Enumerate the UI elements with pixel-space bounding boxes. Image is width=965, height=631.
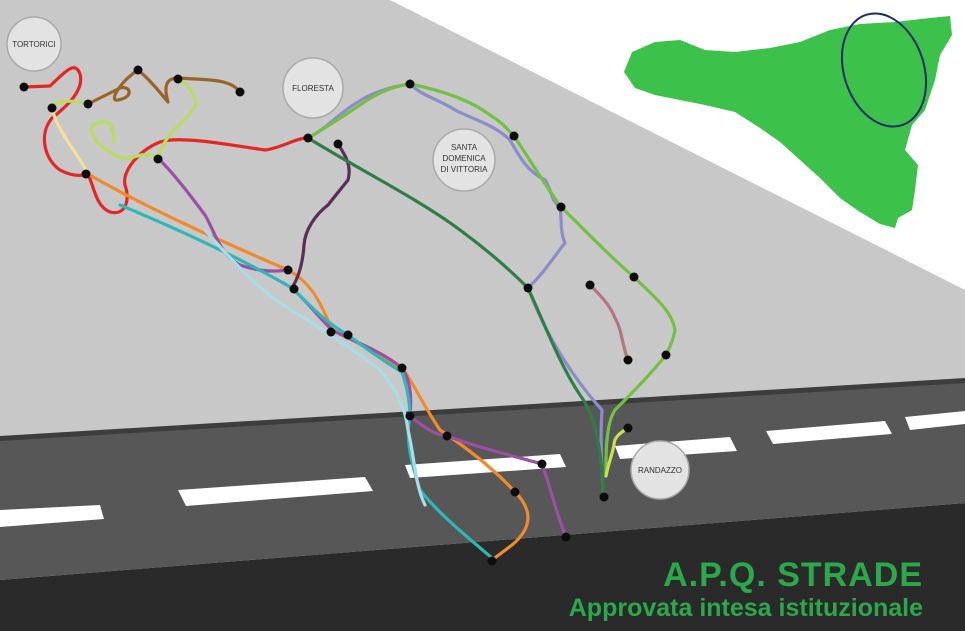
town-label-randazzo: RANDAZZO <box>638 466 682 475</box>
junction-dot <box>47 103 57 113</box>
town-label-santa-domenica-1: SANTA <box>451 143 478 152</box>
town-circle <box>6 16 62 72</box>
junction-dot <box>326 327 336 337</box>
junction-dot <box>333 139 343 149</box>
route-light-cyan <box>203 228 427 507</box>
junction-dot <box>83 99 93 109</box>
road-dash <box>766 421 892 444</box>
junction-dot <box>487 556 497 566</box>
road-surface <box>0 382 965 580</box>
town-circle <box>432 128 496 192</box>
road-dash <box>178 477 373 506</box>
route-pale-yellow <box>50 106 90 176</box>
junctions <box>19 65 671 566</box>
junction-dot <box>19 82 29 92</box>
headline-subtitle: Approvata intesa istituzionale <box>568 594 923 622</box>
background-plane <box>0 0 965 440</box>
route-red <box>22 66 310 215</box>
junction-dot <box>405 79 415 89</box>
road-dash <box>905 411 965 430</box>
junction-dot <box>289 284 299 294</box>
junction-dot <box>523 283 533 293</box>
town-marker-floresta: FLORESTA <box>282 57 344 119</box>
junction-dot <box>235 87 245 97</box>
road-shoulder <box>0 503 965 631</box>
town-circle <box>282 57 344 119</box>
town-label-santa-domenica-3: DI VITTORIA <box>441 165 489 174</box>
town-marker-santa-domenica: SANTA DOMENICA DI VITTORIA <box>432 128 496 192</box>
route-yellow-green <box>604 426 630 478</box>
town-marker-tortorici: TORTORICI <box>6 16 62 72</box>
route-dark-purple <box>290 142 351 290</box>
highlight-ellipse <box>840 12 928 128</box>
town-label-tortorici: TORTORICI <box>12 40 56 49</box>
town-circle <box>630 440 690 500</box>
junction-dot <box>283 265 293 275</box>
town-marker-randazzo: RANDAZZO <box>630 440 690 500</box>
junction-dot <box>537 459 547 469</box>
junction-dot <box>509 131 519 141</box>
junction-dot <box>561 532 571 542</box>
junction-dot <box>556 202 566 212</box>
junction-dot <box>303 133 313 143</box>
road-dash <box>0 505 104 527</box>
junction-dot <box>661 350 671 360</box>
junction-dot <box>623 423 633 433</box>
junction-dot <box>133 65 143 75</box>
junction-dot <box>629 272 639 282</box>
junction-dot <box>173 74 183 84</box>
junction-dot <box>585 280 595 290</box>
junction-dot <box>397 363 407 373</box>
headline-title: A.P.Q. STRADE <box>663 556 923 594</box>
road-edge-line <box>0 378 965 441</box>
town-label-santa-domenica-2: DOMENICA <box>442 154 486 163</box>
junction-dot <box>343 330 353 340</box>
junction-dot <box>81 169 91 179</box>
junction-dot <box>442 431 452 441</box>
sicily-island-shape <box>624 16 952 228</box>
junction-dot <box>599 492 609 502</box>
junction-dot <box>405 411 415 421</box>
junction-dot <box>623 355 633 365</box>
route-mauve <box>588 283 630 362</box>
junction-dot <box>153 154 163 164</box>
junction-dot <box>510 487 520 497</box>
town-label-floresta: FLORESTA <box>292 84 334 93</box>
